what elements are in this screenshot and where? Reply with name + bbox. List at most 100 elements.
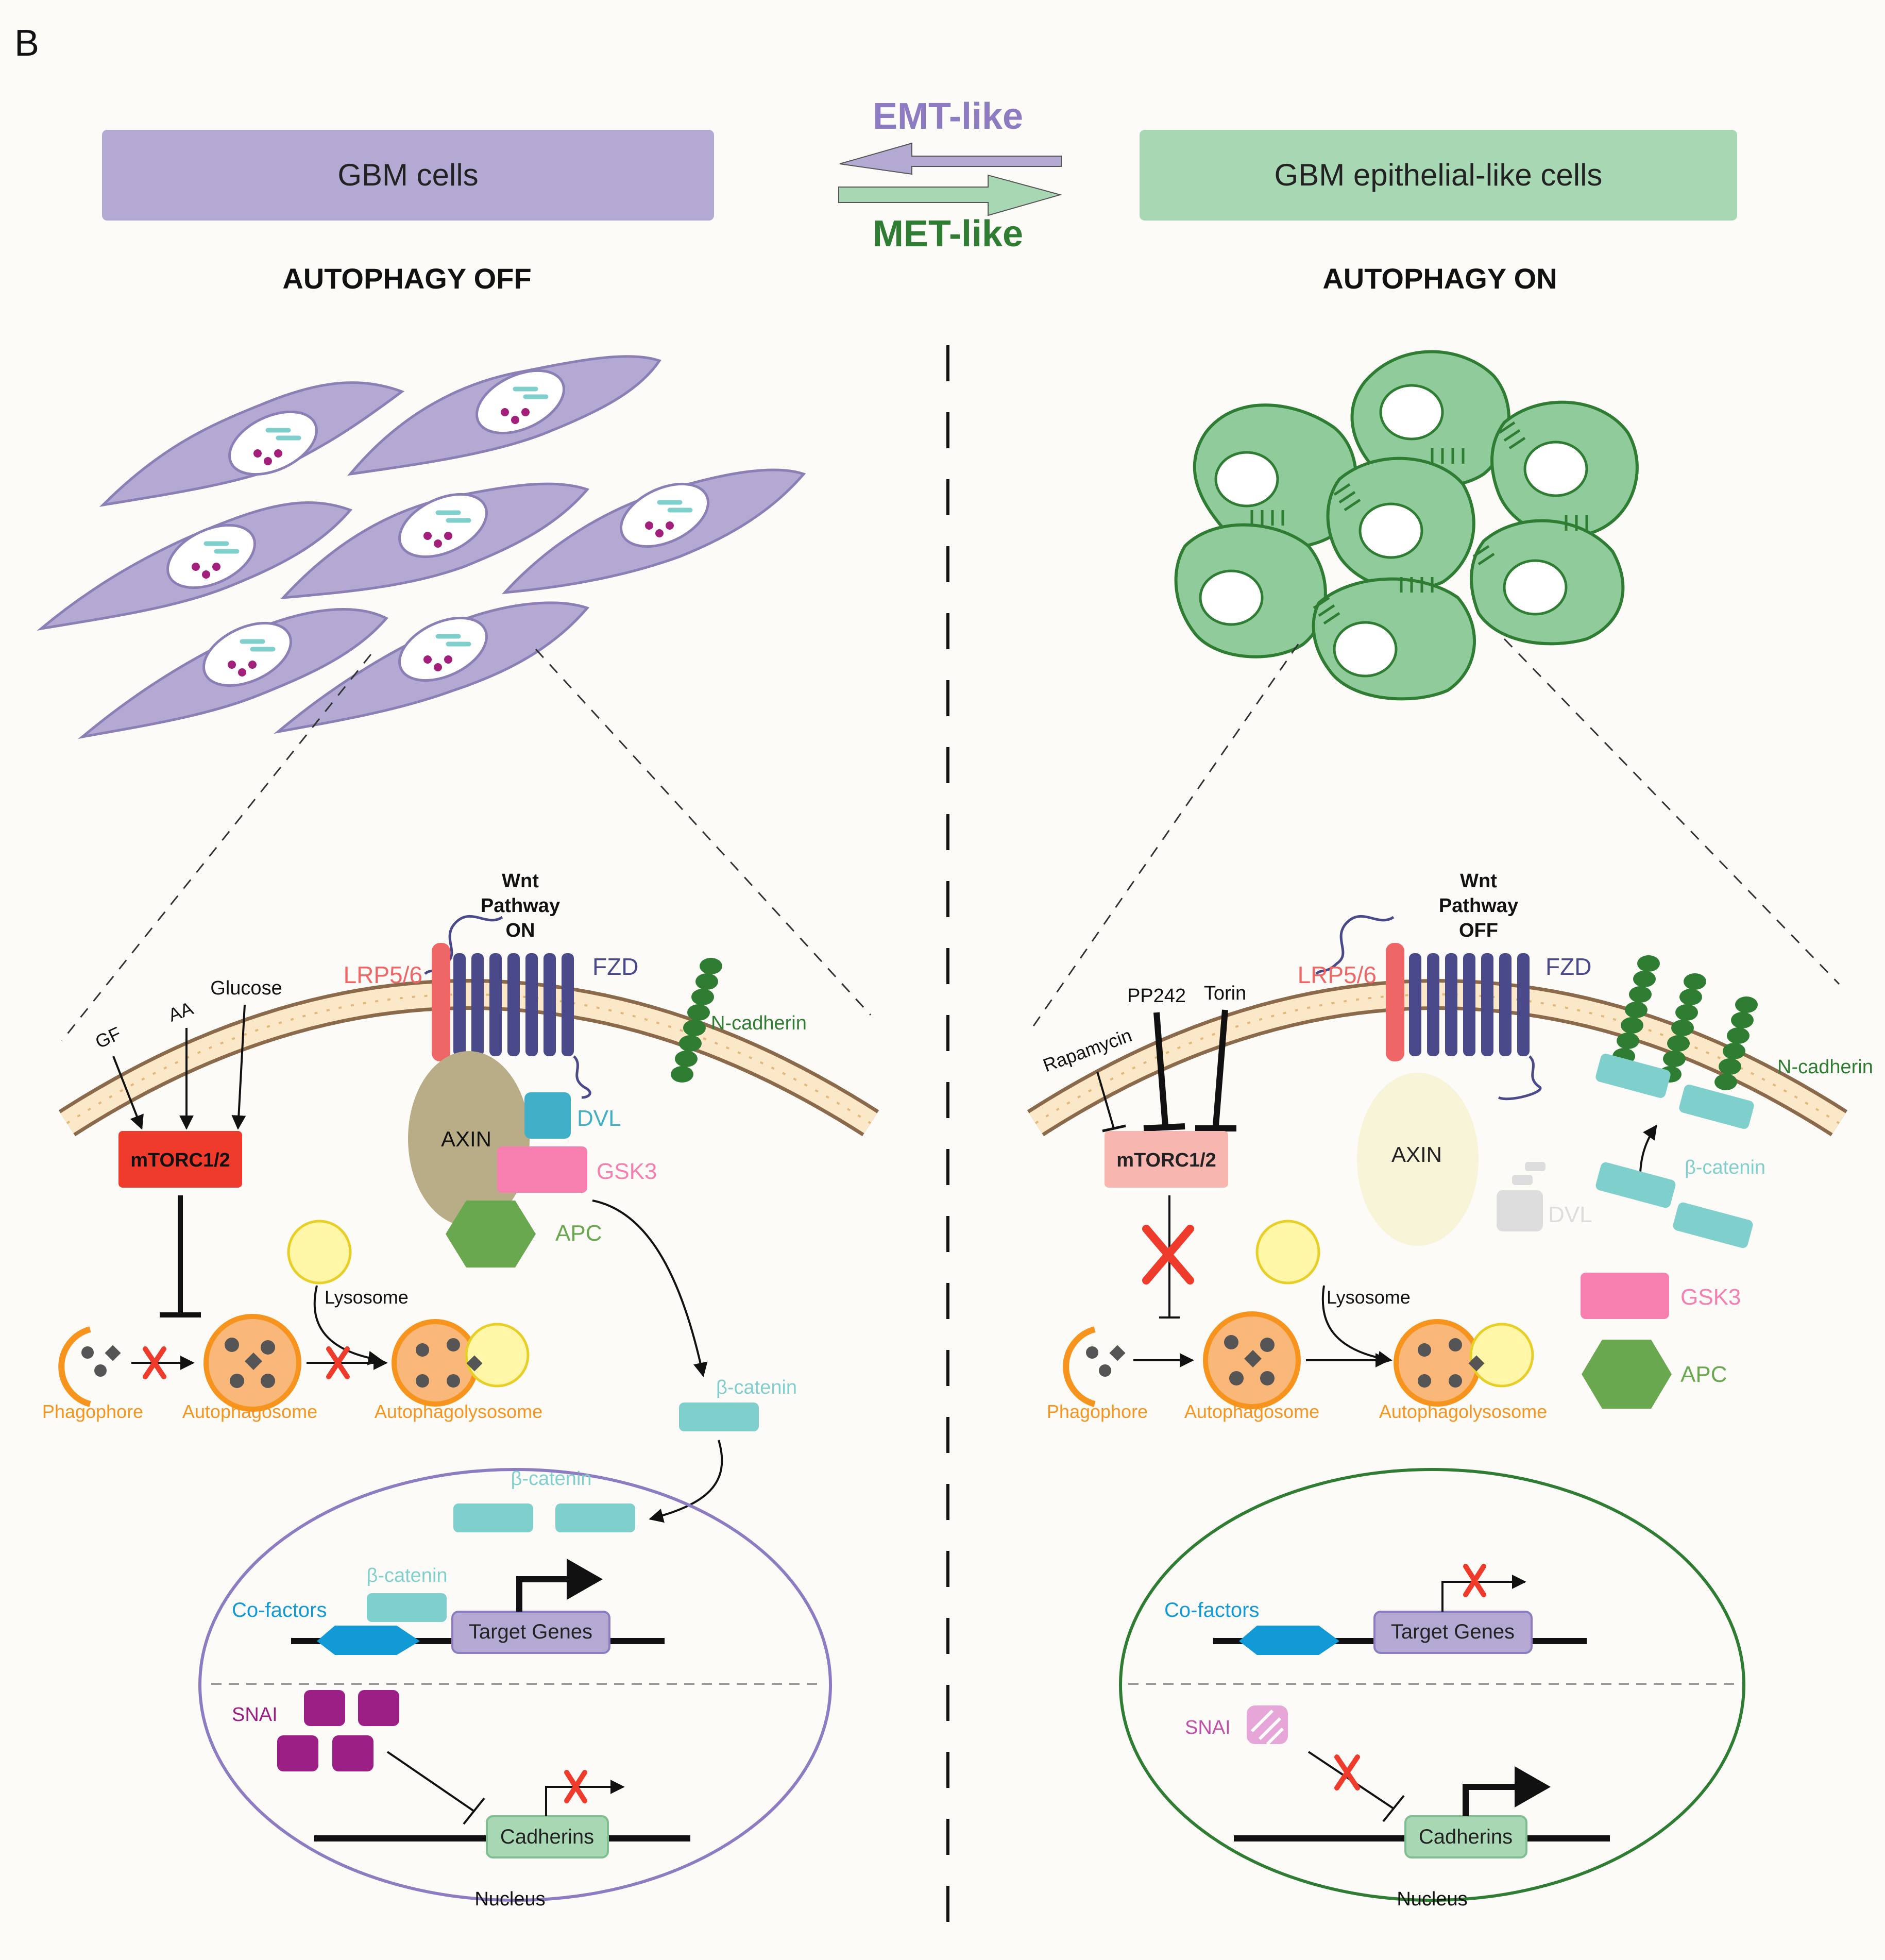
left-cadherins-transcription	[545, 1780, 625, 1816]
left-autophagolysosome: Autophagolysosome	[375, 1319, 542, 1422]
right-gsk3-label: GSK3	[1680, 1285, 1741, 1310]
left-target-arrowhead	[567, 1559, 603, 1600]
left-autophagolysosome-label: Autophagolysosome	[375, 1401, 542, 1422]
right-axin	[1357, 1073, 1479, 1246]
emt-arrow	[839, 142, 1062, 175]
mesenchymal-bcat-dashes	[203, 386, 693, 652]
mesenchymal-granules	[192, 408, 674, 677]
right-nucleus-label: Nucleus	[1397, 1888, 1467, 1910]
left-cofactors-label: Co-factors	[232, 1599, 327, 1621]
left-autophagosome-label: Autophagosome	[182, 1401, 317, 1422]
left-wnt-line2: Pathway	[481, 895, 560, 917]
epithelial-nuclei	[1199, 384, 1588, 678]
left-wnt-line1: Wnt	[502, 870, 539, 892]
right-mtorc: mTORC1/2	[1105, 1131, 1228, 1188]
left-lrp-label: LRP5/6	[344, 961, 422, 988]
right-cadherins-activation	[1463, 1784, 1525, 1816]
left-fzd-label: FZD	[592, 953, 638, 980]
right-bcat-label: β-catenin	[1685, 1157, 1765, 1178]
left-cadherins-label: Cadherins	[500, 1826, 594, 1848]
panel-label: B	[14, 23, 39, 64]
gbm-epithelial-box: GBM epithelial-like cells	[1140, 130, 1737, 221]
left-input-aa: AA	[165, 998, 196, 1026]
right-mtorc-block	[1142, 1225, 1194, 1285]
left-axin-label: AXIN	[441, 1127, 491, 1151]
left-apc-label: APC	[555, 1221, 602, 1246]
left-wnt-line3: ON	[506, 920, 535, 941]
left-target-genes-activation	[516, 1576, 577, 1612]
right-bcat-1	[1595, 1162, 1676, 1208]
right-target-block	[1463, 1564, 1486, 1597]
left-bcat-nuc-1	[453, 1503, 533, 1532]
left-lrp56: LRP5/6	[344, 943, 450, 1061]
left-snai-repression	[386, 1751, 485, 1825]
right-fzd-receptor: FZD	[1409, 953, 1591, 1101]
left-cadherins-block	[564, 1770, 587, 1803]
autophagy-on-title: AUTOPHAGY ON	[1322, 262, 1557, 295]
right-apc-label: APC	[1680, 1362, 1727, 1387]
gbm-cells-label: GBM cells	[337, 158, 478, 192]
right-autophagolysosome: Autophagolysosome	[1379, 1319, 1547, 1422]
left-target-genes	[451, 1611, 610, 1654]
left-destruction-complex: AXIN DVL GSK3 APC	[408, 1051, 657, 1268]
left-lysosome	[287, 1220, 352, 1285]
left-bcat-release-arrow	[592, 1199, 708, 1377]
left-bcat-import-arrow	[649, 1440, 723, 1523]
right-cadherins-label: Cadherins	[1419, 1826, 1513, 1848]
right-autophagosome-label: Autophagosome	[1184, 1401, 1319, 1422]
right-snai-degraded	[1247, 1705, 1288, 1746]
left-lysosome-label: Lysosome	[325, 1287, 409, 1308]
left-target-genes-label: Target Genes	[469, 1620, 592, 1643]
left-input-glucose: Glucose	[210, 977, 282, 999]
left-bcat-nuc-label: β-catenin	[511, 1468, 591, 1490]
right-lrp-label: LRP5/6	[1298, 961, 1377, 988]
right-cofactors	[1239, 1626, 1339, 1655]
right-axin-label: AXIN	[1391, 1142, 1442, 1167]
mesenchymal-nuclei	[166, 369, 709, 687]
left-phagophore-label: Phagophore	[42, 1401, 143, 1422]
right-snai-label: SNAI	[1185, 1717, 1231, 1738]
epithelial-junctions	[1250, 421, 1588, 625]
left-mtor-inputs	[112, 1004, 246, 1130]
autophagy-off-title: AUTOPHAGY OFF	[282, 262, 531, 295]
right-wnt-line1: Wnt	[1460, 870, 1497, 892]
left-bcat-nuc-2	[555, 1503, 635, 1532]
right-target-genes-label: Target Genes	[1391, 1620, 1515, 1643]
left-block-1	[143, 1346, 166, 1379]
right-snai-block	[1334, 1754, 1360, 1790]
right-ncad-label: N-cadherin	[1777, 1056, 1873, 1078]
left-ncad-label: N-cadherin	[711, 1012, 807, 1034]
right-fzd-label: FZD	[1546, 953, 1591, 980]
left-gsk3-label: GSK3	[597, 1159, 657, 1184]
right-phagophore-label: Phagophore	[1047, 1401, 1148, 1422]
left-snai-label: SNAI	[232, 1704, 278, 1726]
left-cofactors	[317, 1626, 420, 1655]
left-input-gf: GF	[92, 1023, 124, 1053]
right-wnt-line3: OFF	[1459, 920, 1498, 941]
right-bcat-2	[1673, 1202, 1753, 1248]
right-wnt-line2: Pathway	[1439, 895, 1518, 917]
right-input-pp242: PP242	[1127, 985, 1186, 1007]
left-phagophore: Phagophore	[42, 1326, 143, 1422]
gbm-epithelial-label: GBM epithelial-like cells	[1275, 158, 1603, 192]
right-cofactors-label: Co-factors	[1164, 1599, 1260, 1621]
left-snai	[277, 1690, 399, 1771]
right-wnt-label: Wnt Pathway OFF	[1315, 870, 1518, 975]
right-apc	[1582, 1340, 1672, 1409]
left-nucleus-label: Nucleus	[474, 1888, 545, 1910]
right-lrp56: LRP5/6	[1298, 943, 1404, 1061]
right-autophagolysosome-label: Autophagolysosome	[1379, 1401, 1547, 1422]
met-arrow	[838, 174, 1062, 216]
left-bcat-free	[679, 1403, 759, 1431]
left-dvl-label: DVL	[577, 1106, 621, 1131]
right-target-genes-transcription	[1441, 1575, 1526, 1612]
right-dvl-label: DVL	[1548, 1202, 1592, 1227]
left-apc	[446, 1201, 536, 1268]
gbm-cells-box: GBM cells	[102, 130, 714, 221]
left-cadherins	[486, 1815, 609, 1858]
left-ncadherin: N-cadherin	[671, 958, 807, 1083]
right-ncadherin-cluster: N-cadherin	[1595, 955, 1873, 1129]
right-dvl-degraded	[1497, 1162, 1546, 1231]
right-lysosome	[1255, 1220, 1320, 1285]
